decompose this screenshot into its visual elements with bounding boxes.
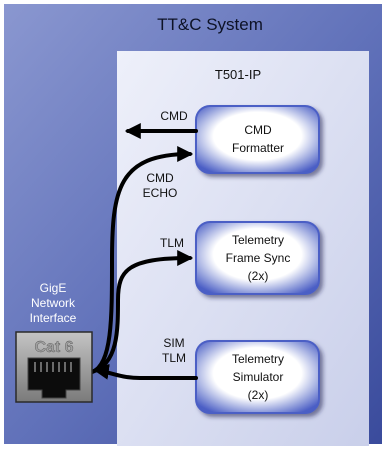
block-text-line: Formatter bbox=[232, 141, 284, 155]
block-text-line: (2x) bbox=[248, 388, 269, 402]
cmd-echo-arrow bbox=[90, 146, 194, 374]
tlm-label: TLM bbox=[160, 236, 184, 250]
cmd-formatter-block: CMD Formatter bbox=[195, 105, 320, 174]
system-title: TT&C System bbox=[157, 15, 263, 34]
network-label-line3: Interface bbox=[30, 311, 77, 325]
connectors bbox=[90, 123, 198, 380]
telemetry-frame-sync-block: Telemetry Frame Sync (2x) bbox=[195, 221, 320, 295]
device-title: T501-IP bbox=[215, 67, 261, 82]
ethernet-port-icon: Cat 6 bbox=[15, 331, 93, 403]
network-label-line2: Network bbox=[31, 296, 76, 310]
tlm-arrow bbox=[90, 250, 194, 374]
cmd-label: CMD bbox=[160, 109, 188, 123]
block-text-line: (2x) bbox=[248, 269, 269, 283]
sim-tlm-label-line2: TLM bbox=[162, 351, 186, 365]
cmd-echo-label-line2: ECHO bbox=[143, 186, 178, 200]
block-text-line: Telemetry bbox=[232, 233, 284, 247]
sim-tlm-label-line1: SIM bbox=[163, 336, 184, 350]
block-text-line: CMD bbox=[244, 123, 272, 137]
network-label-line1: GigE bbox=[40, 281, 67, 295]
block-text-line: Frame Sync bbox=[226, 251, 291, 265]
block-text-line: Simulator bbox=[233, 370, 284, 384]
telemetry-simulator-block: Telemetry Simulator (2x) bbox=[195, 340, 320, 414]
block-text-line: Telemetry bbox=[232, 352, 284, 366]
port-cat6-label: Cat 6 bbox=[34, 339, 73, 356]
cmd-echo-label-line1: CMD bbox=[146, 171, 174, 185]
sim-tlm-arrow bbox=[92, 363, 198, 380]
